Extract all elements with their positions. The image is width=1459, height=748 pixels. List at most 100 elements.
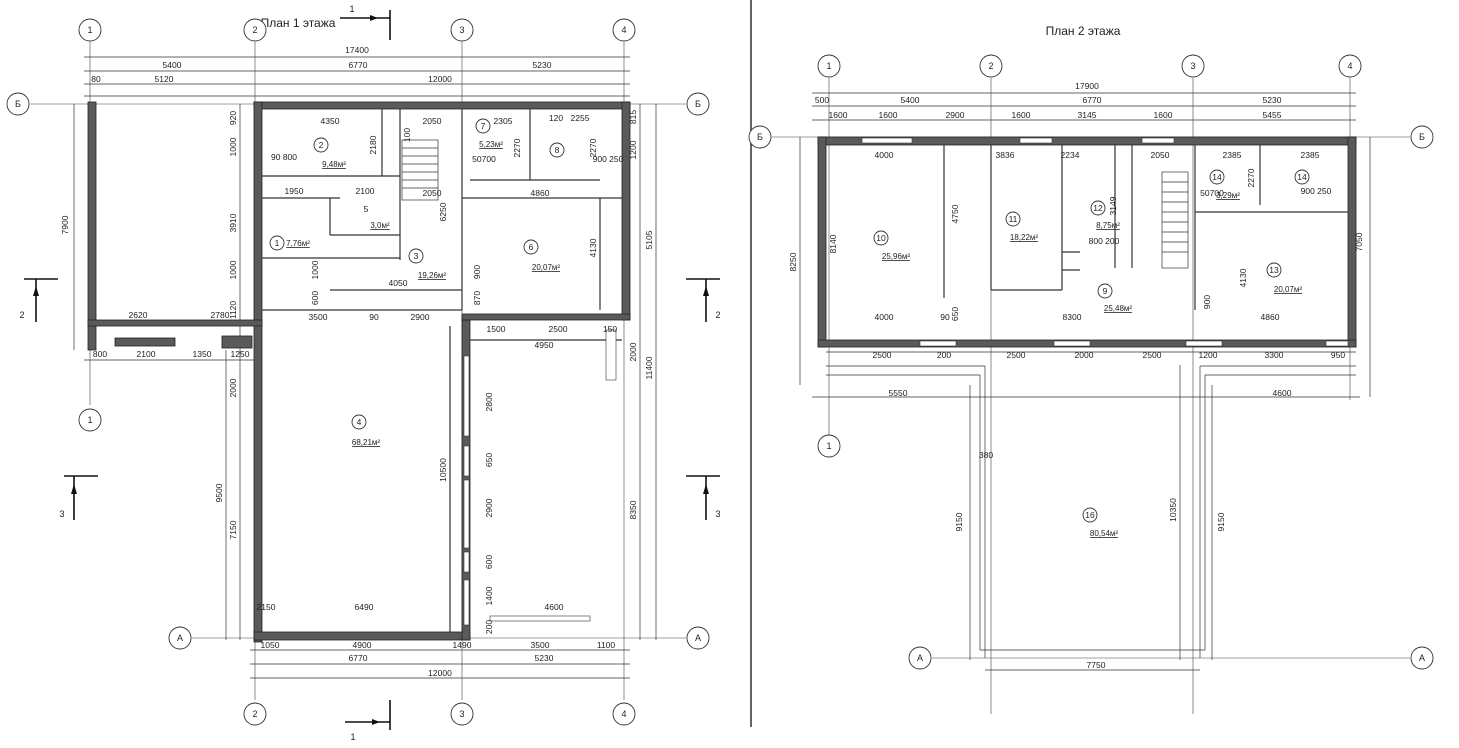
plan-1-room-labels: 1 7,76м² 2 9,48м² 3 19,26м² 4 68,21м² 5 … [269, 118, 565, 447]
dim-8350: 8350 [628, 500, 638, 519]
p2-dim-3836: 3836 [996, 150, 1015, 160]
p2-dim-2900: 2900 [946, 110, 965, 120]
p2-dim-6770: 6770 [1083, 95, 1102, 105]
axis-2-top-label: 2 [252, 25, 257, 35]
plan-2-dimension-lines [799, 92, 1371, 671]
p2-dim-900: 900 [1202, 295, 1212, 309]
dim-6770: 6770 [349, 60, 368, 70]
room-6-number: 6 [529, 242, 534, 252]
dim-200: 200 [484, 620, 494, 634]
dim-11400: 11400 [644, 356, 654, 379]
dim-1500: 1500 [487, 324, 506, 334]
dim-2000-b: 2000 [228, 378, 238, 397]
axis-b-right-marker [686, 92, 710, 116]
plan-1-dimension-lines [73, 56, 657, 679]
dim-5230: 5230 [533, 60, 552, 70]
dim-650: 650 [484, 453, 494, 467]
dim-150: 150 [603, 324, 617, 334]
room-14-b-number: 14 [1297, 172, 1307, 182]
p2-dim-1600-d: 1600 [1154, 110, 1173, 120]
section-2-right-label: 2 [715, 310, 720, 320]
p2-axis-b-right-label: Б [1419, 132, 1425, 142]
axis-a-right-marker [686, 626, 710, 650]
room-11-number: 11 [1009, 214, 1018, 224]
p2-dim-2000: 2000 [1075, 350, 1094, 360]
p2-dim-800-200: 800 200 [1089, 236, 1120, 246]
p2-axis-2-top-marker [979, 54, 1003, 78]
dim-5400: 5400 [163, 60, 182, 70]
dim-7900: 7900 [60, 215, 70, 234]
p2-axis-3-top-marker [1181, 54, 1205, 78]
dim-4600: 4600 [545, 602, 564, 612]
p2-dim-380: 380 [979, 450, 993, 460]
dim-4130: 4130 [588, 238, 598, 257]
room-3-marker [408, 248, 424, 264]
p2-dim-9150-a: 9150 [954, 512, 964, 531]
dim-2150: 2150 [257, 602, 276, 612]
p2-axis-1-bottom-label: 1 [826, 441, 831, 451]
room-14-a-number: 14 [1212, 172, 1222, 182]
p2-axis-a-left-marker [908, 646, 932, 670]
dim-9500: 9500 [214, 483, 224, 502]
axis-1-bottom-label: 1 [87, 415, 92, 425]
plan-1-axis-markers: 1 2 3 4 Б Б 1 А А 2 3 4 [6, 18, 710, 726]
plan-2-axis-markers: 1 2 3 4 Б Б 1 А А [748, 54, 1434, 670]
room-6-area: 20,07м² [532, 263, 561, 272]
p2-dim-2270: 2270 [1246, 168, 1256, 187]
plan-1-title: План 1 этажа [261, 16, 336, 30]
p2-dim-3149: 3149 [1108, 196, 1118, 215]
dim-2255: 2255 [571, 113, 590, 123]
axis-2-bottom-marker [243, 702, 267, 726]
p2-axis-b-left-marker [748, 125, 772, 149]
dim-120: 120 [549, 113, 563, 123]
axis-3-bottom-label: 3 [459, 709, 464, 719]
dim-2620: 2620 [129, 310, 148, 320]
dim-800: 800 [93, 349, 107, 359]
dim-4050: 4050 [389, 278, 408, 288]
section-3-right-label: 3 [715, 509, 720, 519]
dim-5120: 5120 [155, 74, 174, 84]
axis-4-top-label: 4 [621, 25, 626, 35]
p2-dim-2500-b: 2500 [1007, 350, 1026, 360]
p2-dim-500: 500 [815, 95, 829, 105]
plan-2-partitions [943, 145, 1348, 310]
dim-2270-b: 2270 [588, 138, 598, 157]
dim-1120: 1120 [228, 301, 238, 320]
dim-900-250: 900 250 [593, 154, 624, 164]
p2-dim-5550: 5550 [889, 388, 908, 398]
axis-a-left-label: А [177, 633, 183, 643]
axis-3-top-label: 3 [459, 25, 464, 35]
room-10-marker [873, 230, 889, 246]
axis-b-left-label: Б [15, 99, 21, 109]
dim-2050-top: 2050 [423, 116, 442, 126]
p2-dim-7050: 7050 [1354, 232, 1364, 251]
room-1-area: 7,76м² [286, 239, 310, 248]
section-1-bottom-label: 1 [350, 732, 355, 742]
dim-4860: 4860 [531, 188, 550, 198]
p2-dim-2234: 2234 [1061, 150, 1080, 160]
p2-axis-a-left-label: А [917, 653, 923, 663]
room-5-number: 5 [364, 204, 369, 214]
room-11-marker [1005, 211, 1021, 227]
room-1-marker [269, 235, 285, 251]
p2-dim-2500-c: 2500 [1143, 350, 1162, 360]
dim-600: 600 [310, 291, 320, 305]
p2-dim-4130: 4130 [1238, 268, 1248, 287]
plan-2-dimension-texts: 17900 500 5400 6770 5230 1600 1600 2900 … [788, 81, 1364, 670]
room-7-area: 5,23м² [479, 140, 503, 149]
dim-2800: 2800 [484, 392, 494, 411]
dim-90: 90 [369, 312, 379, 322]
room-8-marker [549, 142, 565, 158]
dim-900-a: 900 [472, 265, 482, 279]
room-16-number: 16 [1085, 510, 1095, 520]
p2-axis-2-top-label: 2 [988, 61, 993, 71]
p2-axis-4-top-marker [1338, 54, 1362, 78]
axis-3-top-marker [450, 18, 474, 42]
dim-2100-b: 2100 [356, 186, 375, 196]
room-2-marker [313, 137, 329, 153]
plan-1-staircase [401, 139, 439, 201]
p2-axis-1-bottom-marker [817, 434, 841, 458]
dim-1000-a: 1000 [228, 137, 238, 156]
room-13-area: 20,07м² [1274, 285, 1303, 294]
p2-axis-b-left-label: Б [757, 132, 763, 142]
